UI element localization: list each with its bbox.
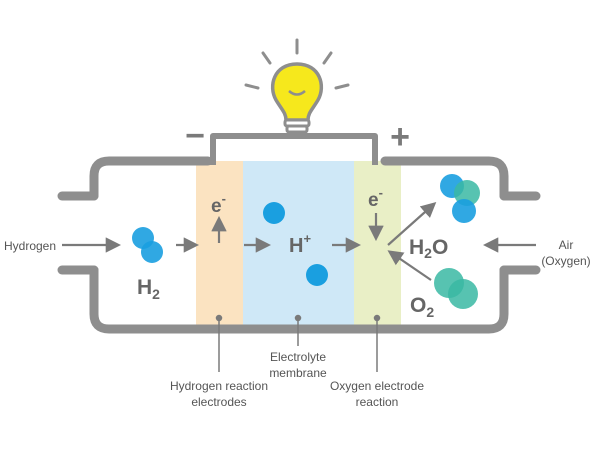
hydrogen-input-label: Hydrogen [4,239,56,253]
proton-particle-bottom [306,264,328,286]
anode-callout-line2: electrodes [191,395,246,409]
water-out-arrow [387,201,437,246]
cathode-region [354,161,401,329]
membrane-callout-line1: Electrolyte [270,350,326,364]
cathode-electron-label: e- [368,185,383,211]
cathode-callout-line2: reaction [356,395,399,409]
flow-arrows [62,201,536,281]
water-molecule-particles [440,174,480,223]
positive-terminal-label: + [390,118,410,156]
proton-particle-top [263,202,285,224]
membrane-callout-line2: membrane [269,366,327,380]
anode-electron-label: e- [211,191,226,217]
oxygen-input-label: (Oxygen) [541,254,590,268]
negative-terminal-label: − [185,117,205,155]
oxygen-in-arrow [387,250,432,281]
callout-leaders [215,314,381,372]
o2-label: O2 [410,294,434,320]
proton-label: H+ [289,231,311,257]
cathode-callout-line1: Oxygen electrode [330,379,424,393]
o2-molecule [434,268,478,309]
anode-region [196,161,243,329]
air-input-label: Air [559,238,574,252]
cell-frame [57,156,541,334]
h2-molecule [132,227,163,263]
water-label: H2O [409,236,448,261]
h2-label: H2 [137,276,160,302]
external-circuit-wire [210,133,378,165]
anode-callout-line1: Hydrogen reaction [170,379,268,393]
light-bulb-icon [244,38,350,134]
